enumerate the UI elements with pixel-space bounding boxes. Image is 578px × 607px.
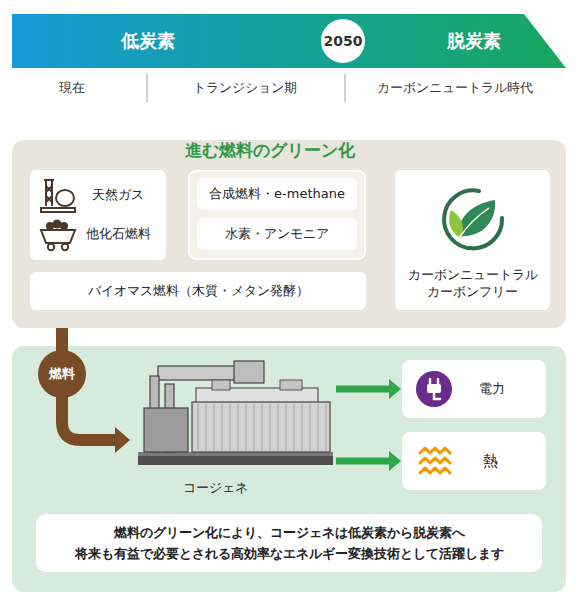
period-separator bbox=[146, 74, 147, 102]
fossil-icons-part bbox=[41, 230, 75, 250]
carbon-free-leaf-icon-part bbox=[459, 208, 489, 238]
fossil-icons-part bbox=[41, 230, 75, 243]
node-text: 電力 bbox=[479, 380, 505, 398]
cogeneration-machine-part bbox=[194, 404, 328, 450]
fossil-icons-part bbox=[60, 222, 68, 230]
power-plug-icon-part bbox=[434, 393, 440, 399]
arrow-shaft bbox=[336, 458, 392, 465]
fossil-icons-part bbox=[48, 244, 54, 250]
timeline-band-shape-part bbox=[12, 14, 566, 68]
carbon-free-leaf-icon-part bbox=[444, 190, 502, 248]
period-label: トランジション期 bbox=[193, 79, 297, 97]
biomass-box: バイオマス燃料（木質・メタン発酵） bbox=[30, 272, 366, 310]
node-text: 合成燃料・e-methane bbox=[209, 185, 345, 203]
summary-box: 燃料のグリーン化により、コージェネは低炭素から脱炭素へ 将来も有益で必要とされる… bbox=[36, 514, 542, 572]
power-plug-icon-part bbox=[416, 371, 452, 407]
year-circle: 2050 bbox=[321, 19, 365, 63]
arrow-head bbox=[389, 451, 401, 471]
cogeneration-machine-part bbox=[138, 452, 333, 465]
fossil-icons-part bbox=[41, 208, 75, 212]
fossil-icons-part bbox=[62, 244, 68, 250]
arrow-head bbox=[389, 379, 401, 399]
period-label: カーボンニュートラル時代 bbox=[377, 79, 533, 97]
cogeneration-machine-part bbox=[234, 361, 264, 383]
cogeneration-machine-part bbox=[158, 366, 240, 380]
node-text: バイオマス燃料（木質・メタン発酵） bbox=[88, 282, 309, 300]
node-text: 2050 bbox=[324, 33, 363, 49]
cogeneration-unit: コージェネ bbox=[130, 358, 335, 500]
node-text: 水素・アンモニア bbox=[225, 225, 329, 243]
output-box: 電力 bbox=[402, 360, 546, 418]
fossil-icons-part bbox=[56, 190, 74, 206]
cogeneration-machine-part bbox=[138, 452, 333, 456]
node-text: 脱炭素 bbox=[447, 29, 501, 53]
node-text: 進む燃料のグリーン化 bbox=[185, 139, 355, 162]
flow-arrow bbox=[336, 379, 401, 399]
output-box: 熱 bbox=[402, 432, 546, 490]
heat-wave-icon-part bbox=[420, 458, 450, 463]
period-separator bbox=[344, 74, 345, 102]
carbon-free-leaf-icon-part bbox=[449, 210, 463, 238]
cogeneration-machine-part bbox=[144, 408, 188, 452]
node-text: コージェネ bbox=[183, 479, 248, 497]
carbon-free-leaf-icon bbox=[439, 186, 507, 254]
synthetic-group: 合成燃料・e-methane 水素・アンモニア bbox=[188, 170, 366, 260]
flow-arrow bbox=[336, 451, 401, 471]
fossil-icons-part bbox=[41, 180, 75, 212]
node-text: 他化石燃料 bbox=[86, 225, 151, 243]
heat-wave-icon bbox=[418, 443, 454, 479]
heat-wave-icon-part bbox=[420, 468, 450, 473]
fuel-box: 合成燃料・e-methane bbox=[197, 178, 357, 210]
edge-label: 燃料 bbox=[38, 350, 86, 398]
power-plug-icon-part bbox=[430, 379, 438, 384]
node-text: カーボンニュートラル カーボンフリー bbox=[401, 267, 544, 301]
lower-panel bbox=[12, 346, 566, 592]
period-label: 現在 bbox=[59, 79, 85, 97]
fossil-icons-part bbox=[46, 220, 68, 231]
timeline-band: 低炭素 脱炭素 2050 bbox=[12, 14, 566, 68]
cogeneration-machine bbox=[130, 358, 335, 470]
node-text: 低炭素 bbox=[121, 29, 175, 53]
fossil-icons-part bbox=[53, 220, 62, 229]
fossil-icons bbox=[38, 176, 78, 256]
cogeneration-machine-part bbox=[212, 380, 230, 390]
power-plug-icon-part bbox=[427, 384, 441, 393]
fossil-icons-part bbox=[44, 180, 54, 206]
heat-wave-icon-part bbox=[420, 448, 450, 473]
node-text: 燃料のグリーン化により、コージェネは低炭素から脱炭素へ 将来も有益で必要とされる… bbox=[50, 522, 528, 565]
heat-wave-icon-part bbox=[420, 448, 450, 453]
fossil-box: 天然ガス他化石燃料 bbox=[30, 170, 166, 260]
fuel-box: 水素・アンモニア bbox=[197, 218, 357, 250]
carbon-free-box: カーボンニュートラル カーボンフリー bbox=[395, 170, 550, 310]
node-text: 天然ガス bbox=[92, 186, 144, 204]
cogeneration-machine-part bbox=[192, 402, 330, 452]
fossil-icons-part bbox=[46, 186, 52, 202]
cogeneration-machine-part bbox=[280, 380, 302, 390]
node-text: 熱 bbox=[483, 452, 498, 471]
arrow-shaft bbox=[336, 386, 392, 393]
arrow-head bbox=[115, 427, 130, 453]
fuel-panel: 進む燃料のグリーン化 天然ガス他化石燃料 合成燃料・e-methane 水素・アンモ… bbox=[12, 140, 566, 328]
power-plug-icon bbox=[416, 371, 452, 407]
